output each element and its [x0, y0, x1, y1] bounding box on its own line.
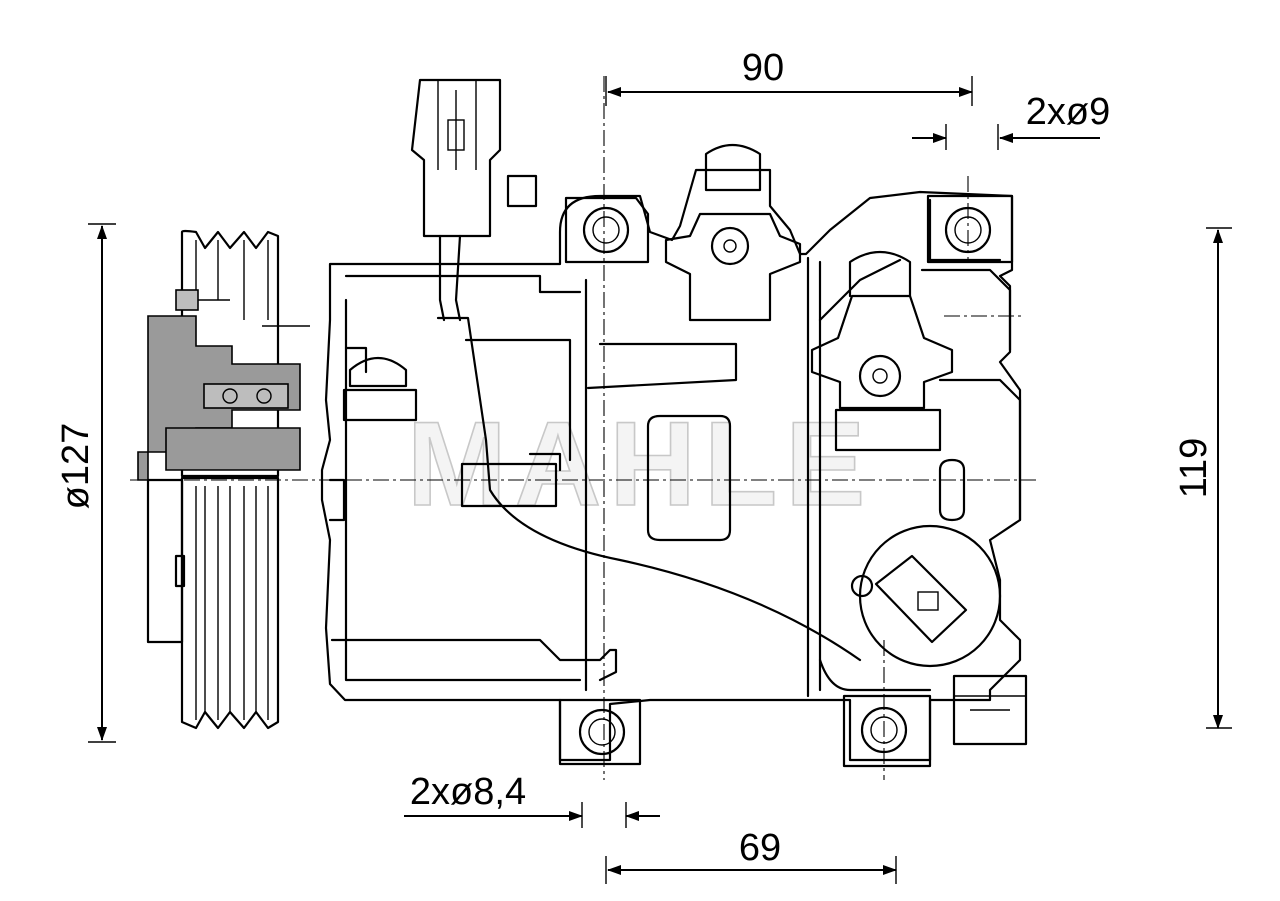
dimension-label-127: ø127 [55, 423, 97, 510]
dimension-label-2x9: 2xø9 [1026, 91, 1110, 133]
pulley [137, 229, 310, 730]
dimension-width-bottom: 69 [605, 827, 897, 884]
dimension-pulley-diameter: ø127 [55, 223, 116, 743]
dimension-label-69: 69 [739, 827, 781, 869]
dimension-label-2x8-4: 2xø8,4 [410, 771, 526, 813]
electrical-connector-top [410, 78, 862, 662]
dimension-height-right: 119 [1173, 227, 1232, 729]
dimension-width-top: 90 [605, 47, 973, 106]
electrical-connector-right [850, 524, 1028, 746]
dimension-hole-top: 2xø9 [912, 91, 1110, 150]
dimension-label-119: 119 [1173, 438, 1215, 499]
dimension-label-90: 90 [742, 47, 784, 89]
dimension-hole-bottom: 2xø8,4 [404, 771, 660, 828]
center-lines [130, 76, 1036, 780]
